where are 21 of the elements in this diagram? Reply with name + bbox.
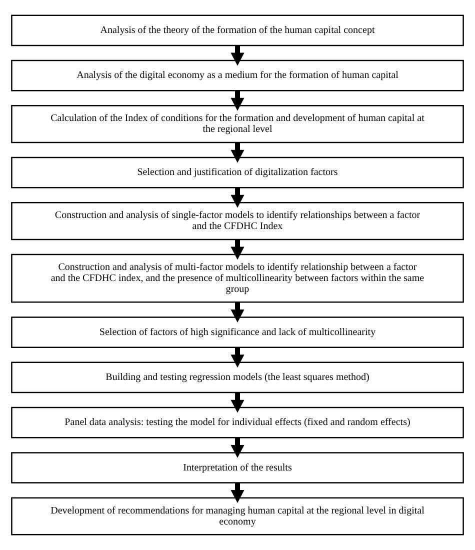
node-box: Selection of factors of high significance and lack of multicollinearity: [11, 316, 464, 348]
node-box: Construction and analysis of multi-factor models to identify relationship between a factor and the CFDHC index, and the presence of multicollinearity between factors within the same group: [11, 254, 464, 303]
node-box: Analysis of the theory of the formation of the human capital concept: [11, 14, 464, 46]
node-box: Panel data analysis: testing the model for individual effects (fixed and random effects): [11, 406, 464, 438]
arrow: [230, 302, 244, 322]
arrow: [230, 392, 244, 413]
arrow: [230, 142, 244, 163]
arrow: [230, 188, 244, 208]
arrow: [230, 90, 244, 111]
node-box: Selection and justification of digitalization factors: [11, 156, 464, 188]
node-box: Calculation of the Index of conditions for the formation and development of human capital at the regional level: [11, 105, 464, 144]
arrow: [230, 347, 244, 368]
arrow: [230, 45, 244, 66]
arrow: [230, 240, 244, 260]
node-box: Analysis of the digital economy as a medium for the formation of human capital: [11, 60, 464, 92]
node-box: Interpretation of the results: [11, 452, 464, 484]
node-box: Construction and analysis of single-factor models to identify relationships between a factor and the CFDHC Index: [11, 202, 464, 240]
arrow: [230, 438, 244, 458]
node-box: Building and testing regression models (the least squares method): [11, 362, 464, 394]
node-box: Development of recommendations for managing human capital at the regional level in digital economy: [11, 497, 464, 536]
arrow: [230, 482, 244, 503]
